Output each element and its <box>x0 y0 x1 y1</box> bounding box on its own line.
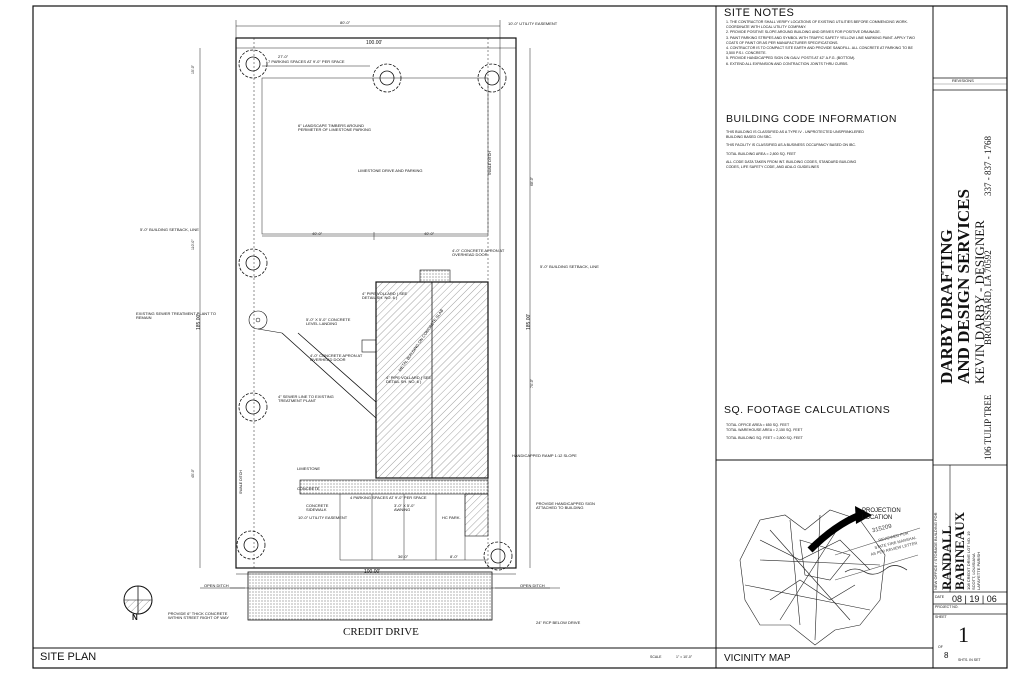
site-notes-list: 1. THE CONTRACTOR SHALL VERIFY LOCATIONS… <box>726 20 916 67</box>
utility-easement-bottom-label: 10'-0" UTILITY EASEMENT <box>298 515 348 520</box>
building-code-line-1: THIS BUILDING IS CLASSIFIED AS A TYPE IV… <box>726 130 864 140</box>
scale-label: SCALE <box>650 655 662 659</box>
building-code-line-3: TOTAL BUILDING AREA = 2,800 SQ. FEET <box>726 151 796 156</box>
tree-symbol <box>238 49 268 79</box>
building-setback-right-label: 5'-0" BUILDING SETBACK, LINE <box>540 264 599 269</box>
dim-40-left: 40'-0" <box>312 231 323 236</box>
project-description: NEW OFFICE / STORAGE BUILDING FOR <box>933 512 938 591</box>
site-plan-title: SITE PLAN <box>40 651 97 663</box>
company-phone: 337 - 837 - 1768 <box>983 136 993 196</box>
dim-27: 27'-0" <box>278 54 289 59</box>
open-ditch-left-label: OPEN DITCH <box>204 583 229 588</box>
pipe-bollard-2-label: 4" PIPE VOLLARD ( SEE DETAIL SH. NO. 6 ) <box>386 375 432 384</box>
rcp-label: 24" RCP BELOW DRIVE <box>536 620 581 625</box>
sewer-plant-label: EXISTING SEWER TREATMENT PLANT TO REMAIN <box>136 311 217 320</box>
tree-symbol <box>477 63 507 93</box>
vicinity-map-title: VICINITY MAP <box>724 653 791 664</box>
dim-overall-width: 100.00' <box>366 40 383 46</box>
project-number-label: PROJECT NO. <box>935 605 959 609</box>
swale-ditch-right-label: SWALE DITCH <box>488 151 492 175</box>
tree-symbol <box>238 392 268 422</box>
limestone-label: LIMESTONE <box>297 466 321 471</box>
open-ditch-right-label: OPEN DITCH <box>520 583 545 588</box>
date-value: 08 | 19 | 06 <box>952 594 997 604</box>
dim-bottom-width: 100.00' <box>364 569 381 575</box>
building-code-line-4: ALL CODE DATA TAKEN FROM INT. BUILDING C… <box>726 159 857 170</box>
sq-footage-line-1: TOTAL OFFICE AREA = 650 SQ. FEET <box>726 423 790 427</box>
site-note-4: 4. CONTRACTOR IS TO COMPACT SITE EARTH A… <box>726 46 913 56</box>
vicinity-map <box>739 509 886 646</box>
sheet-number: 1 <box>958 622 969 647</box>
dim-36: 36'-0" <box>398 554 409 559</box>
dim-110: 110'-0" <box>191 239 195 250</box>
concrete-label: CONCRETE <box>297 486 320 491</box>
company-address: BROUSSARD, LA 70592 <box>983 250 993 345</box>
dim-70: 70'-0" <box>530 379 534 388</box>
site-note-3: 3. PAINT PARKING STRIPES AND SYMBOL WITH… <box>726 35 915 45</box>
date-label: DATE <box>935 595 945 599</box>
building-setback-left-label: 5'-0" BUILDING SETBACK, LINE <box>140 227 199 232</box>
dim-185-right: 185.00' <box>526 313 532 330</box>
company-street: 106 TULIP TREE <box>983 394 993 460</box>
handicapped-ramp-label: HANDICAPPED RAMP 1:12 SLOPE <box>512 453 577 458</box>
limestone-drive-label: LIMESTONE DRIVE AND PARKING <box>358 168 423 173</box>
hc-sign-label: PROVIDE HANDICAPPED SIGN ATTACHED TO BUI… <box>536 501 595 510</box>
sq-footage-title: SQ. FOOTAGE CALCULATIONS <box>724 404 891 416</box>
concrete-apron-left-label: 4'-0" CONCRETE APRON AT OVERHEAD DOOR <box>310 353 363 362</box>
sq-footage-list: TOTAL OFFICE AREA = 650 SQ. FEET TOTAL W… <box>726 423 906 442</box>
site-note-1: 1. THE CONTRACTOR SHALL VERIFY LOCATIONS… <box>726 20 908 30</box>
building-code-line-2: THIS FACILITY IS CLASSIFIED AS A BUSINES… <box>726 143 857 148</box>
building-code-title: BUILDING CODE INFORMATION <box>726 113 897 125</box>
tree-symbol <box>372 63 402 93</box>
parking-bottom-label: 4 PARKING SPACES AT 9'-0" PER SPACE <box>350 495 427 500</box>
site-note-2: 2. PROVIDE POSITIVE SLOPE AROUND BUILDIN… <box>726 30 881 35</box>
landscape-timbers-label: 6" LANDSCAPE TIMBERS AROUND PERIMETER OF… <box>298 123 371 132</box>
building-code-list: THIS BUILDING IS CLASSIFIED AS A TYPE IV… <box>726 130 866 170</box>
north-arrow <box>123 585 153 615</box>
sheets-in-set-label: SHTS. IN SET <box>958 658 981 662</box>
awning-label: 3'-0" X 5'-0" AWNING <box>394 503 415 512</box>
parking-top-label: 7 PARKING SPACES AT 9'-0" PER SPACE <box>268 59 345 64</box>
sheet-label: SHEET <box>935 615 947 619</box>
dim-8: 8'-0" <box>450 554 458 559</box>
dim-40-right: 40'-0" <box>424 231 435 236</box>
review-stamp <box>834 527 921 581</box>
tree-symbol <box>236 530 266 560</box>
hc-park-label: HC PARK. <box>442 515 461 520</box>
concrete-sidewalk-label: CONCRETE SIDEWALK <box>306 503 329 512</box>
client-name-line-2: BABINEAUX <box>952 511 967 590</box>
dim-68: 68'-0" <box>530 177 534 186</box>
concrete-apron-top-label: 4'-0" CONCRETE APRON AT OVERHEAD DOOR <box>452 248 505 257</box>
scale-value: 1" = 10'-0" <box>676 655 693 659</box>
site-note-5: 5. PROVIDE HANDICAPPED SIGN ON GALV. POS… <box>726 56 856 61</box>
site-note-6: 6. EXTEND ALL EXPANSION AND CONTRACTION … <box>726 61 849 66</box>
sq-footage-line-2: TOTAL WAREHOUSE AREA = 2,150 SQ. FEET <box>726 428 803 433</box>
of-label: OF <box>938 645 943 649</box>
swale-ditch-left-label: SWALE DITCH <box>239 470 243 494</box>
sq-footage-line-3: TOTAL BUILDING SQ. FEET = 2,800 SQ. FEET <box>726 436 803 441</box>
revisions-label: REVISIONS <box>952 78 974 83</box>
projection-label-2: LOCATION <box>862 515 893 521</box>
thick-concrete-label: PROVIDE 6" THICK CONCRETE WITHIN STREET … <box>168 611 229 620</box>
dim-45: 45'-0" <box>191 469 195 478</box>
sewer-line-label: 4" SEWER LINE TO EXISTING TREATMENT PLAN… <box>278 394 334 403</box>
utility-easement-top-label: 10'-0" UTILITY EASEMENT <box>508 21 558 26</box>
street-name: CREDIT DRIVE <box>343 626 419 638</box>
north-label: N <box>132 613 138 622</box>
dim-15: 15'-0" <box>191 65 195 74</box>
company-name-line-2: AND DESIGN SERVICES <box>954 189 973 384</box>
projection-label-1: PROJECTION <box>862 508 901 514</box>
company-name-line-1: DARBY DRAFTING <box>937 229 956 384</box>
dim-top-width: 80'-0" <box>340 20 351 25</box>
tree-symbol <box>238 248 268 278</box>
sheet-total: 8 <box>944 651 949 660</box>
dim-185-left: 185.00' <box>196 313 202 330</box>
tree-symbol <box>483 541 513 571</box>
client-address-3: LAFAYETTE PARISH <box>976 551 981 590</box>
site-notes-title: SITE NOTES <box>724 7 795 19</box>
concrete-landing-label: 5'-0" X 5'-0" CONCRETE LEVEL LANDING <box>306 317 351 326</box>
pipe-bollard-1-label: 4" PIPE VOLLARD ( SEE DETAIL SH. NO. 6 ) <box>362 291 408 300</box>
